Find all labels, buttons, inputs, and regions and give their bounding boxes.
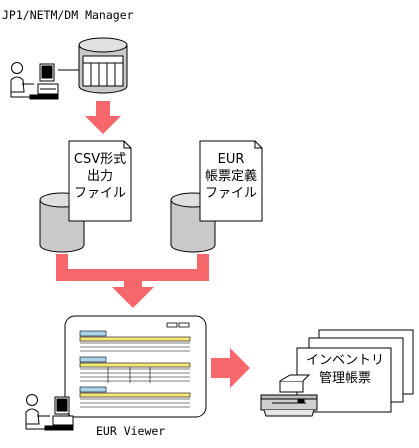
report-doc-label-line-2: 管理帳票 — [318, 371, 371, 386]
viewer-computer-icon — [44, 396, 74, 431]
manager-database-icon — [78, 37, 128, 94]
manager-label: JP1/NETM/DM Manager — [2, 8, 134, 22]
csv-file-label-line-2: 出力 — [86, 169, 113, 184]
csv-document-icon — [68, 140, 132, 222]
csv-file-label-line-1: CSV形式 — [73, 152, 127, 167]
report-doc-label: インベントリ 管理帳票 — [299, 352, 391, 388]
csv-file-label: CSV形式 出力 ファイル — [69, 151, 131, 202]
viewer-label: EUR Viewer — [96, 424, 166, 438]
eur-file-label-line-2: 帳票定義 — [204, 169, 257, 184]
manager-user-icon — [10, 62, 34, 98]
eur-document-icon — [199, 140, 263, 222]
eur-file-label: EUR 帳票定義 ファイル — [200, 151, 262, 202]
manager-computer-icon — [29, 63, 59, 100]
eur-file-label-line-1: EUR — [217, 152, 245, 167]
report-doc-label-line-1: インベントリ — [305, 353, 384, 368]
viewer-user-icon — [25, 394, 50, 430]
arrow-manager-to-csv — [85, 101, 121, 134]
viewer-report-rows — [79, 330, 191, 408]
merge-arrow — [56, 254, 209, 308]
arrow-viewer-to-print — [211, 348, 250, 388]
eur-file-label-line-3: ファイル — [204, 186, 257, 201]
csv-file-label-line-3: ファイル — [73, 186, 126, 201]
printer-icon — [260, 374, 318, 417]
